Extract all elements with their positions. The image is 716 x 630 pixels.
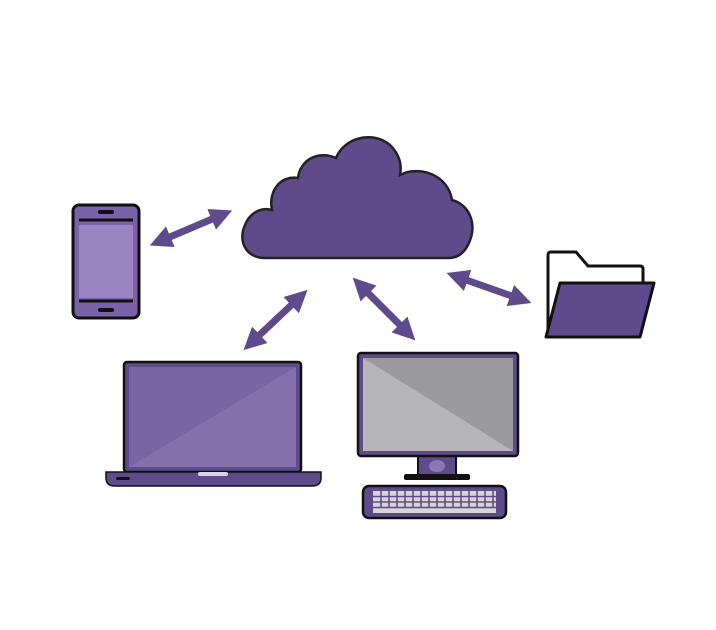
folder-icon	[544, 250, 656, 339]
double-arrow-icon	[352, 277, 416, 341]
cloud-icon	[241, 136, 474, 260]
double-arrow-icon	[243, 289, 308, 351]
keyboard-icon	[361, 484, 508, 520]
smartphone-icon	[71, 203, 141, 320]
sync-arrows	[149, 208, 532, 351]
double-arrow-icon	[446, 269, 532, 307]
laptop-icon	[105, 360, 322, 487]
double-arrow-icon	[149, 208, 233, 248]
desktop-computer-icon	[356, 351, 520, 520]
